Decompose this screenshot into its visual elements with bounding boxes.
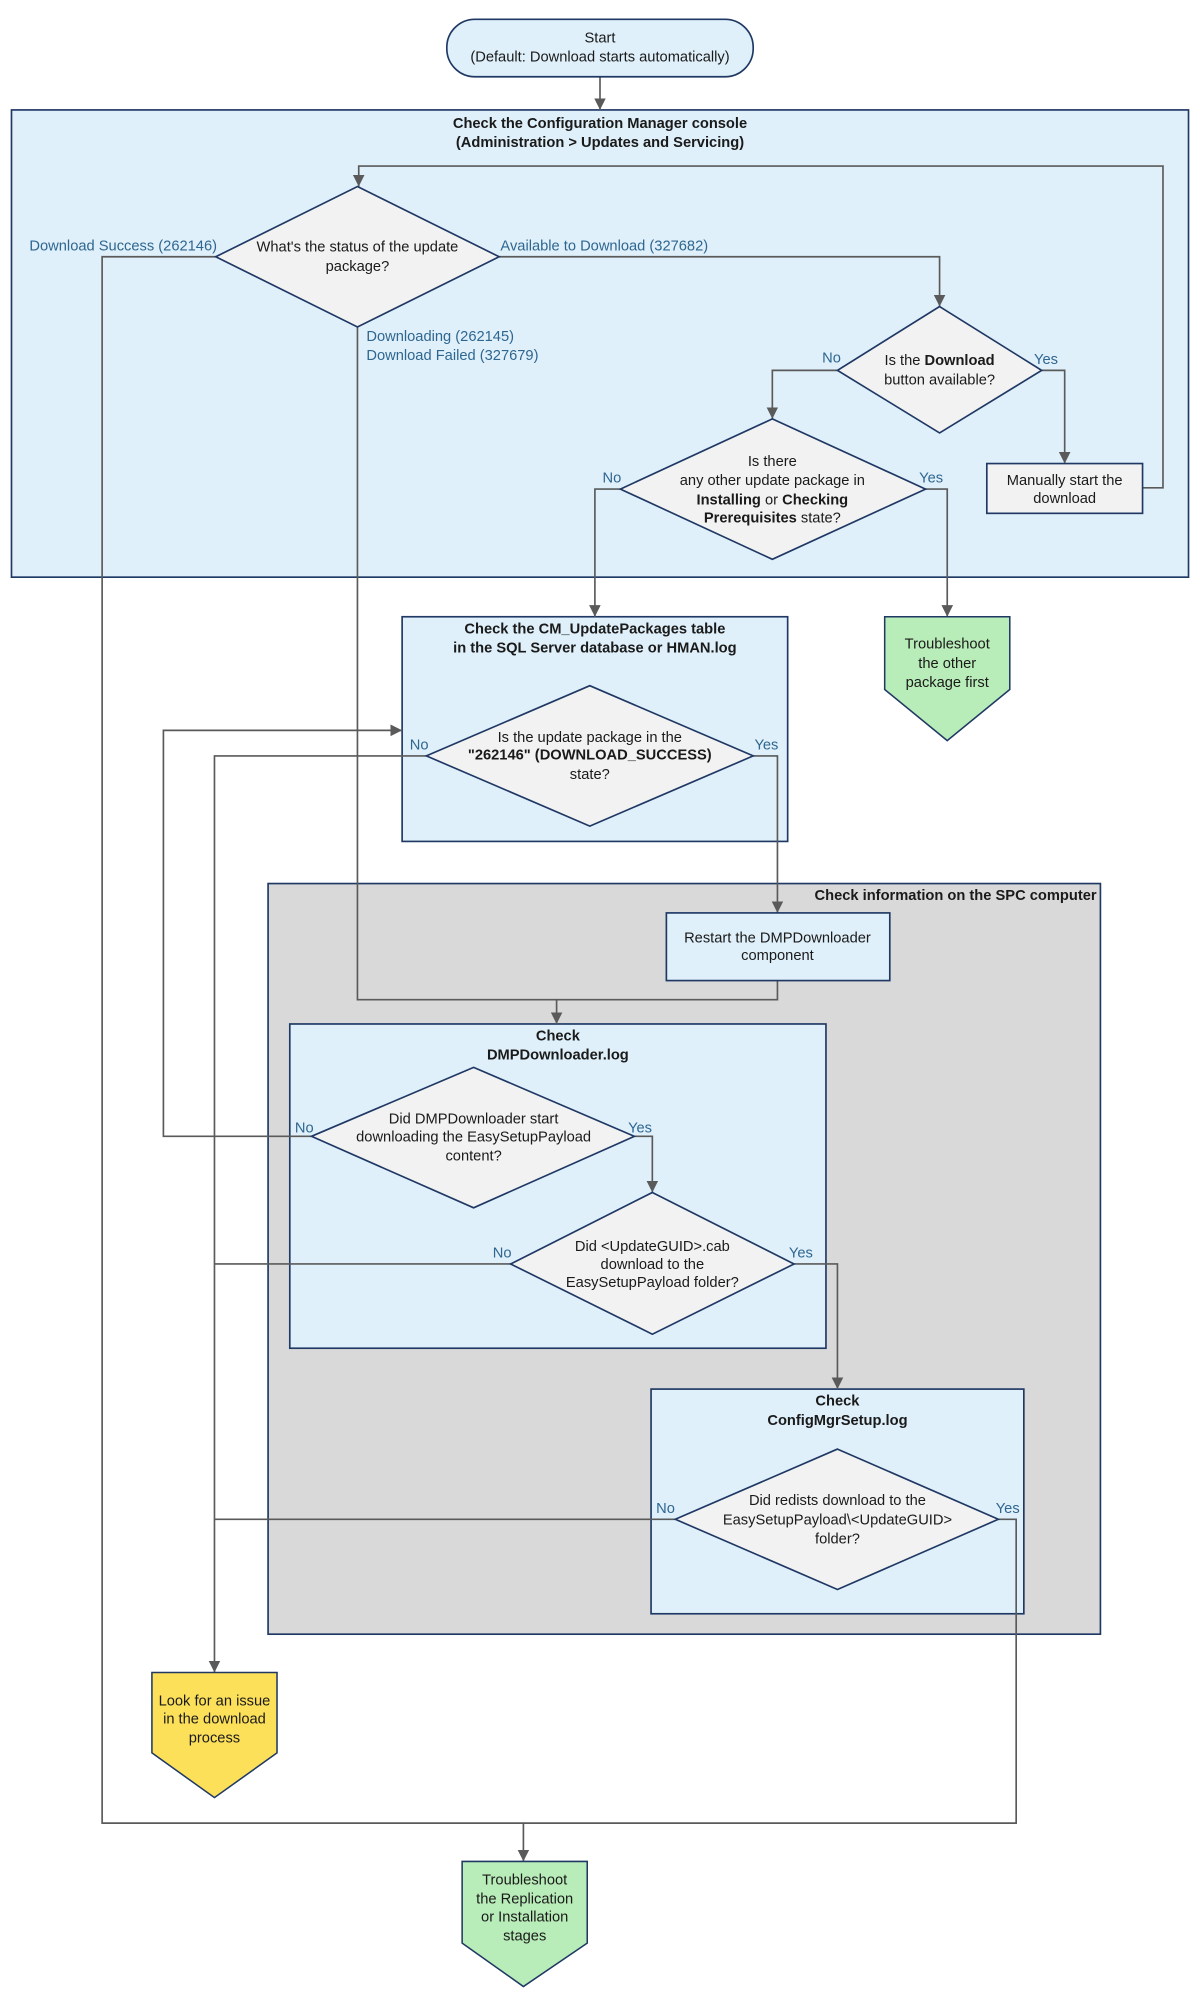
node-text: process [189, 1731, 240, 1747]
edge-label-no: No [656, 1501, 675, 1517]
troubleshoot-replication-terminal [461, 1860, 589, 1988]
node-text: Troubleshoot [482, 1872, 567, 1888]
node-text: in the download [163, 1712, 266, 1728]
edge-label-yes: Yes [919, 471, 943, 487]
decision-text: "262146" (DOWNLOAD_SUCCESS) [468, 748, 712, 764]
decision-text: What's the status of the update [257, 240, 459, 256]
edge-label-yes: Yes [789, 1246, 813, 1262]
edge-label-no: No [493, 1246, 512, 1262]
node-text: Look for an issue [159, 1694, 271, 1710]
restart-node [665, 912, 891, 982]
edge-label: Available to Download (327682) [500, 238, 708, 254]
edge-label-yes: Yes [754, 738, 778, 754]
edge-other-yes [925, 488, 954, 617]
decision-text: download to the [601, 1257, 705, 1273]
start-text: Start [585, 30, 616, 46]
edge-available [499, 255, 946, 307]
edge-cab-yes [794, 1263, 844, 1390]
node-text: the Replication [476, 1892, 573, 1908]
decision-text: any other update package in [680, 473, 865, 489]
edge-label-yes: Yes [1034, 352, 1058, 368]
state-decision [424, 684, 756, 828]
decision-text: Prerequisites state? [704, 510, 841, 526]
decision-text: package? [326, 259, 390, 275]
edge-label-yes: Yes [628, 1120, 652, 1136]
node-text: download [1033, 491, 1096, 507]
decision-text: button available? [884, 372, 995, 388]
other-package-decision [618, 417, 928, 561]
setup-title: ConfigMgrSetup.log [767, 1413, 907, 1429]
edge-label-no: No [295, 1120, 314, 1136]
sql-title: Check the CM_UpdatePackages table [464, 621, 725, 637]
edge-label-no: No [410, 738, 429, 754]
edge-button-no [766, 369, 838, 419]
start-node [445, 18, 755, 78]
decision-text: Is the Download [885, 353, 995, 369]
node-text: package first [906, 675, 989, 691]
edge-loop [352, 165, 1164, 489]
decision-text: Did DMPDownloader start [389, 1112, 559, 1128]
redists-decision [673, 1448, 1001, 1591]
decision-text: downloading the EasySetupPayload [356, 1129, 591, 1145]
decision-text: Did <UpdateGUID>.cab [575, 1239, 730, 1255]
edge-other-no [589, 488, 621, 617]
edge-dmp-yes [634, 1135, 659, 1193]
node-text: stages [503, 1929, 546, 1945]
issue-terminal [151, 1671, 278, 1799]
decision-text: folder? [815, 1532, 860, 1548]
dmp-title: DMPDownloader.log [487, 1048, 629, 1064]
edge-label: Downloading (262145) [366, 329, 514, 345]
start-text: (Default: Download starts automatically) [470, 49, 729, 65]
edge-label-yes: Yes [996, 1501, 1020, 1517]
manual-start-node [985, 462, 1144, 515]
dmp-title: Check [536, 1029, 581, 1045]
edge-dmp-no [162, 724, 403, 1138]
edge-restart [556, 980, 779, 1001]
decision-text: EasySetupPayload\<UpdateGUID> [723, 1512, 952, 1528]
dmp-container [288, 1023, 827, 1350]
edge-label-no: No [822, 351, 841, 367]
edge-label: Download Failed (327679) [366, 348, 538, 364]
troubleshoot-other-terminal [883, 615, 1011, 742]
edges [101, 76, 1164, 1862]
edge-redists-yes [523, 1518, 1017, 1824]
spc-title: Check information on the SPC computer [815, 888, 1097, 904]
node-text: component [741, 948, 814, 964]
edge-downloading [356, 326, 563, 1024]
edge-label-no: No [603, 471, 622, 487]
status-decision [213, 185, 502, 328]
sql-title: in the SQL Server database or HMAN.log [453, 640, 736, 656]
decision-text: state? [570, 767, 610, 783]
node-text: or Installation [481, 1909, 568, 1925]
edge-state-yes [753, 755, 784, 913]
edge-button-yes [1041, 369, 1071, 464]
decision-text: Did redists download to the [749, 1493, 926, 1509]
edge-state-no [208, 755, 427, 1673]
decision-text: EasySetupPayload folder? [566, 1275, 739, 1291]
decision-text: content? [445, 1149, 501, 1165]
node-text: Restart the DMPDownloader [684, 930, 871, 946]
setup-title: Check [815, 1394, 860, 1410]
node-text: Manually start the [1007, 473, 1123, 489]
dmp-start-decision [309, 1066, 637, 1209]
edge-label: Download Success (262146) [29, 238, 217, 254]
console-title: Check the Configuration Manager console [453, 116, 747, 132]
download-button-decision [835, 305, 1044, 434]
decision-text: Is the update package in the [498, 730, 682, 746]
node-text: Troubleshoot [905, 637, 990, 653]
decision-text: Installing or Checking [697, 492, 849, 508]
node-text: the other [918, 656, 976, 672]
console-title: (Administration > Updates and Servicing) [456, 135, 744, 151]
cab-decision [508, 1191, 796, 1336]
edge-success [101, 255, 530, 1862]
decision-text: Is there [748, 454, 797, 470]
